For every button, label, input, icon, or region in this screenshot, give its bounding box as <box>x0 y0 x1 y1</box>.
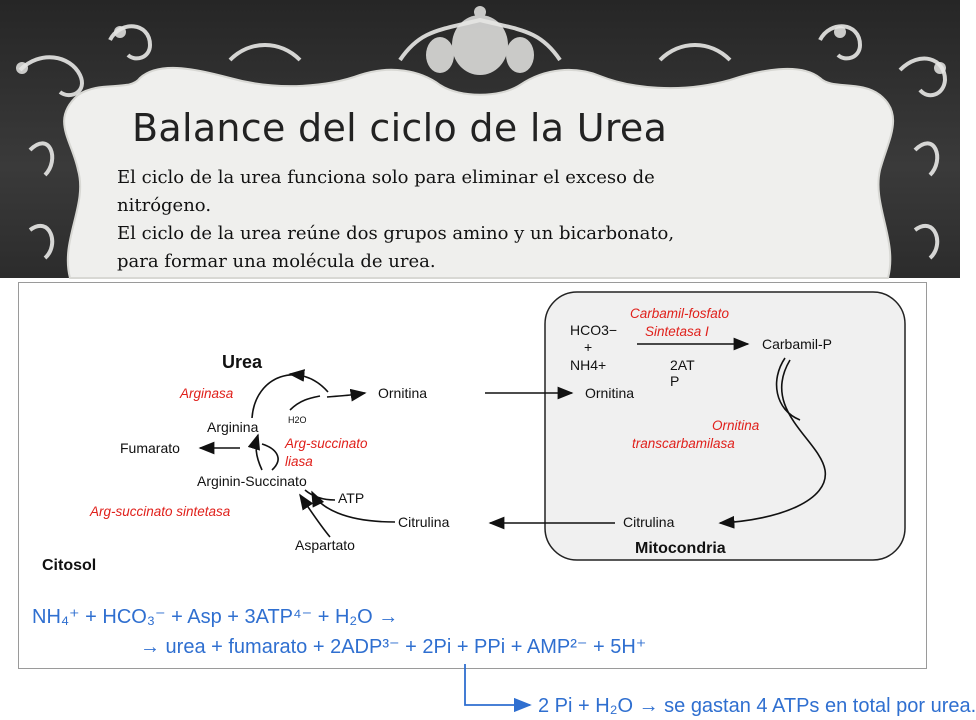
enzyme-cps-1: Carbamil-fosfato <box>630 306 730 321</box>
node-citrulina-mit: Citrulina <box>623 514 675 530</box>
node-2atp: 2AT <box>670 357 695 373</box>
label-citosol: Citosol <box>42 557 96 574</box>
node-atp: ATP <box>338 490 364 506</box>
node-arginin-succinato: Arginin-Succinato <box>197 473 307 489</box>
slide-title: Balance del ciclo de la Urea <box>132 106 668 150</box>
arrow-arginina-to-urea <box>251 374 329 419</box>
node-arginina: Arginina <box>207 419 259 435</box>
equation-note: 2 Pi + H₂O → se gastan 4 ATPs en total p… <box>538 695 976 717</box>
node-nh4: NH4+ <box>570 357 606 373</box>
ornamental-frame <box>16 6 948 279</box>
node-aspartato: Aspartato <box>295 537 355 553</box>
arrow-aspartato <box>299 493 331 538</box>
body-line-2: nitrógeno. <box>117 195 212 216</box>
node-fumarato: Fumarato <box>120 440 180 456</box>
arrow-atp <box>304 489 336 501</box>
note-connector-arrow <box>464 664 532 713</box>
enzyme-arg-succ-liasa-2: liasa <box>285 454 313 469</box>
node-hco3: HCO3− <box>570 322 617 338</box>
node-ornitina-cyt: Ornitina <box>378 385 427 401</box>
equation-line-2: → urea + fumarato + 2ADP³⁻ + 2Pi + PPi +… <box>140 636 647 658</box>
enzyme-arginasa: Arginasa <box>179 386 234 401</box>
arrow-h2o <box>289 395 321 411</box>
enzyme-otc-1: Ornitina <box>712 418 760 433</box>
node-h2o: H2O <box>288 415 307 425</box>
node-citrulina-cyt: Citrulina <box>398 514 450 530</box>
arrow-carbamil-curve <box>775 357 801 421</box>
arrow-succinato-to-fumarato <box>261 443 279 471</box>
enzyme-otc-2: transcarbamilasa <box>632 436 735 451</box>
body-line-3: El ciclo de la urea reúne dos grupos ami… <box>117 223 675 244</box>
node-p: P <box>670 373 679 389</box>
equation-line-1: NH₄⁺ + HCO₃⁻ + Asp + 3ATP⁴⁻ + H₂O → <box>32 606 399 628</box>
node-carbamil-p: Carbamil-P <box>762 336 832 352</box>
arrow-succinato-to-arginina <box>247 433 263 471</box>
arrow-carbamil-ornitina-to-citrulina <box>718 359 826 529</box>
node-plus: + <box>584 339 592 355</box>
frame-panel <box>63 66 895 279</box>
label-mitocondria: Mitocondria <box>635 540 726 557</box>
enzyme-cps-2: Sintetasa I <box>645 324 709 339</box>
node-ornitina-mit: Ornitina <box>585 385 634 401</box>
mitochondria-compartment <box>544 291 906 561</box>
arrow-ornitina-return <box>326 388 367 402</box>
enzyme-arg-succ-liasa-1: Arg-succinato <box>284 436 368 451</box>
body-line-4: para formar una molécula de urea. <box>117 251 436 272</box>
arrow-to-urea <box>288 369 305 382</box>
body-line-1: El ciclo de la urea funciona solo para e… <box>117 167 655 188</box>
node-urea: Urea <box>222 352 263 372</box>
enzyme-arg-succ-sintetasa: Arg-succinato sintetasa <box>89 504 231 519</box>
